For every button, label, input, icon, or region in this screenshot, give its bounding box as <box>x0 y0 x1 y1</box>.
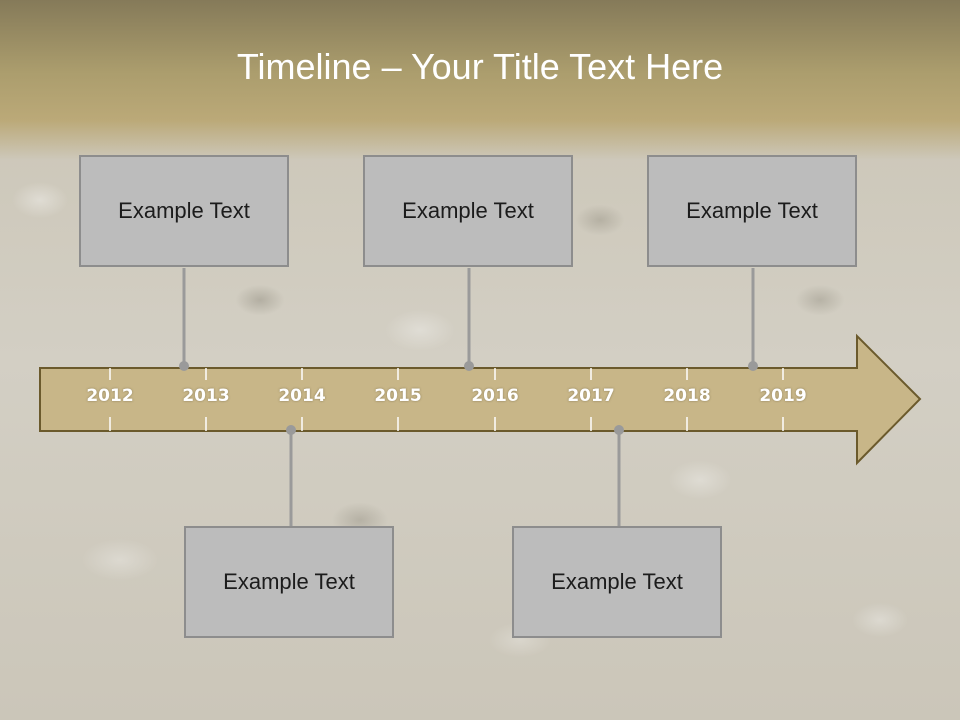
year-label-2015: 2015 <box>374 386 422 406</box>
connector-dot-bottom-1 <box>286 425 296 435</box>
text-box-top-3[interactable]: Example Text <box>647 155 857 267</box>
connector-dot-top-1 <box>179 361 189 371</box>
slide-title: Timeline – Your Title Text Here <box>236 46 724 87</box>
text-box-label: Example Text <box>118 198 250 223</box>
connector-dot-top-3 <box>748 361 758 371</box>
text-box-bottom-2[interactable]: Example Text <box>512 526 722 638</box>
connector-dot-top-2 <box>464 361 474 371</box>
timeline-arrow <box>39 333 922 466</box>
title-banner <box>0 0 960 160</box>
year-label-2016: 2016 <box>471 386 519 406</box>
text-box-label: Example Text <box>223 569 355 594</box>
year-label-2012: 2012 <box>86 386 134 406</box>
year-ticks <box>109 368 784 431</box>
text-box-label: Example Text <box>402 198 534 223</box>
text-box-label: Example Text <box>686 198 818 223</box>
year-label-2018: 2018 <box>663 386 711 406</box>
year-label-2014: 2014 <box>278 386 326 406</box>
text-box-label: Example Text <box>551 569 683 594</box>
text-box-top-2[interactable]: Example Text <box>363 155 573 267</box>
text-box-top-1[interactable]: Example Text <box>79 155 289 267</box>
text-box-bottom-1[interactable]: Example Text <box>184 526 394 638</box>
connector-dot-bottom-2 <box>614 425 624 435</box>
year-label-2013: 2013 <box>182 386 230 406</box>
year-label-2017: 2017 <box>567 386 615 406</box>
year-label-2019: 2019 <box>759 386 807 406</box>
